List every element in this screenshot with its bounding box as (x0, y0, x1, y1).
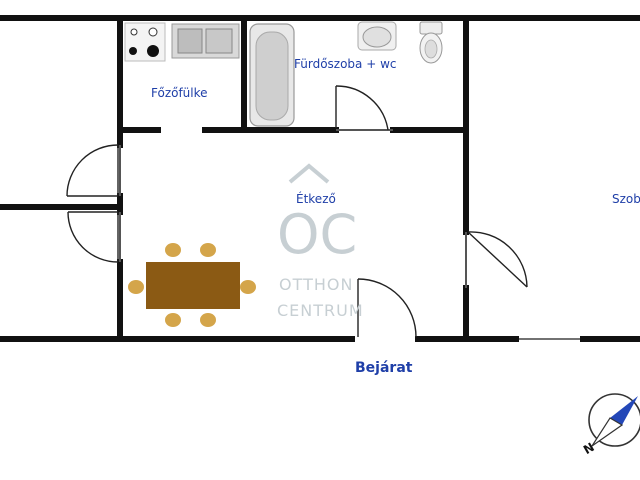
compass: N (581, 393, 640, 457)
washbasin (357, 21, 397, 51)
stove (124, 22, 166, 62)
watermark-line1: OTTHON (279, 275, 353, 294)
label-bathroom: Fürdőszoba + wc (294, 57, 397, 71)
brand-logo: zenga (549, 455, 614, 472)
bathtub (249, 23, 295, 127)
label-dining: Étkező (296, 191, 336, 206)
label-room: Szoba (612, 192, 640, 206)
toilet (419, 21, 443, 64)
watermark-logo-letters: OC (277, 203, 357, 266)
label-kitchenette: Főzőfülke (151, 86, 208, 100)
dining-set (128, 243, 256, 327)
watermark-line2: CENTRUM (277, 301, 364, 320)
kitchen-sink (171, 23, 240, 59)
label-entrance: Bejárat (355, 360, 413, 376)
watermark: OC OTTHON CENTRUM (277, 163, 364, 320)
doors (66, 85, 528, 338)
thin-walls (119, 129, 580, 342)
brand-name: zenga (567, 456, 614, 472)
